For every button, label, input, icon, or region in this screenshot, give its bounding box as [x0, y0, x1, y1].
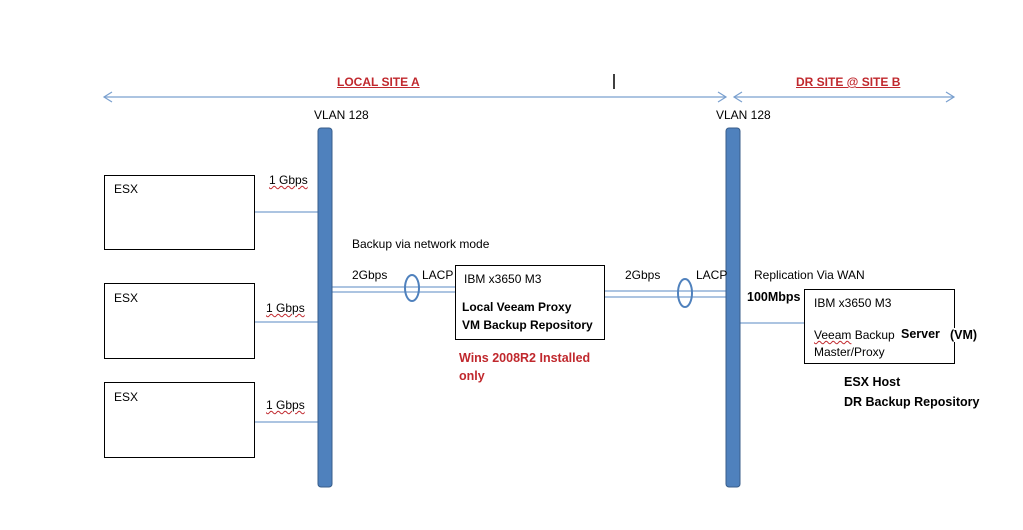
lacp-ellipse-right — [677, 278, 693, 308]
proxy-note-line2: only — [459, 369, 485, 383]
vlan-bar-left — [317, 127, 333, 488]
esx-host-box-1: ESX — [104, 175, 255, 250]
dr-role-backup: Backup — [851, 328, 895, 342]
dr-site-title: DR SITE @ SITE B — [796, 75, 901, 89]
uplink-speed-right: 2Gbps — [625, 268, 661, 282]
proxy-model: IBM x3650 M3 — [464, 272, 542, 286]
esx-host-box-3: ESX — [104, 382, 255, 458]
esx-host-label: ESX — [114, 291, 139, 305]
dr-site-span-arrow — [732, 91, 956, 103]
esx-link-speed-2: 1 Gbps — [266, 301, 305, 315]
dr-note-line2: DR Backup Repository — [844, 395, 980, 409]
replication-label: Replication Via WAN — [754, 268, 865, 282]
lacp-ellipse-left — [404, 274, 420, 302]
esx-host-label: ESX — [114, 390, 139, 404]
esx-link-speed-3: 1 Gbps — [266, 398, 305, 412]
dr-role-server: Server — [901, 327, 940, 341]
vlan-bar-right — [725, 127, 741, 488]
local-site-title: LOCAL SITE A — [337, 75, 420, 89]
dr-server-box: IBM x3650 M3 Veeam Backup Master/Proxy — [804, 289, 955, 364]
dr-role-line1: Veeam Backup — [814, 328, 895, 342]
dr-note-line1: ESX Host — [844, 375, 901, 389]
replication-speed: 100Mbps — [747, 290, 801, 304]
esx-host-box-2: ESX — [104, 283, 255, 359]
vlan-label-right: VLAN 128 — [716, 108, 771, 122]
lacp-label-left: LACP — [422, 268, 454, 282]
proxy-note-line1: Wins 2008R2 Installed — [459, 351, 591, 365]
dr-role-veeam: Veeam — [814, 328, 852, 342]
vlan-label-left: VLAN 128 — [314, 108, 369, 122]
dr-model: IBM x3650 M3 — [814, 296, 892, 310]
dr-role-vm: (VM) — [950, 328, 978, 342]
lacp-label-right: LACP — [696, 268, 728, 282]
backup-mode-label: Backup via network mode — [352, 237, 490, 251]
backup-speed-left: 2Gbps — [352, 268, 388, 282]
dr-role-line2: Master/Proxy — [814, 345, 885, 359]
proxy-role-line1: Local Veeam Proxy — [462, 300, 572, 314]
proxy-role-line2: VM Backup Repository — [462, 318, 593, 332]
esx-link-speed-1: 1 Gbps — [269, 173, 308, 187]
local-site-span-arrow — [102, 91, 728, 103]
local-proxy-box: IBM x3650 M3 Local Veeam Proxy VM Backup… — [455, 265, 605, 340]
esx-host-label: ESX — [114, 182, 139, 196]
